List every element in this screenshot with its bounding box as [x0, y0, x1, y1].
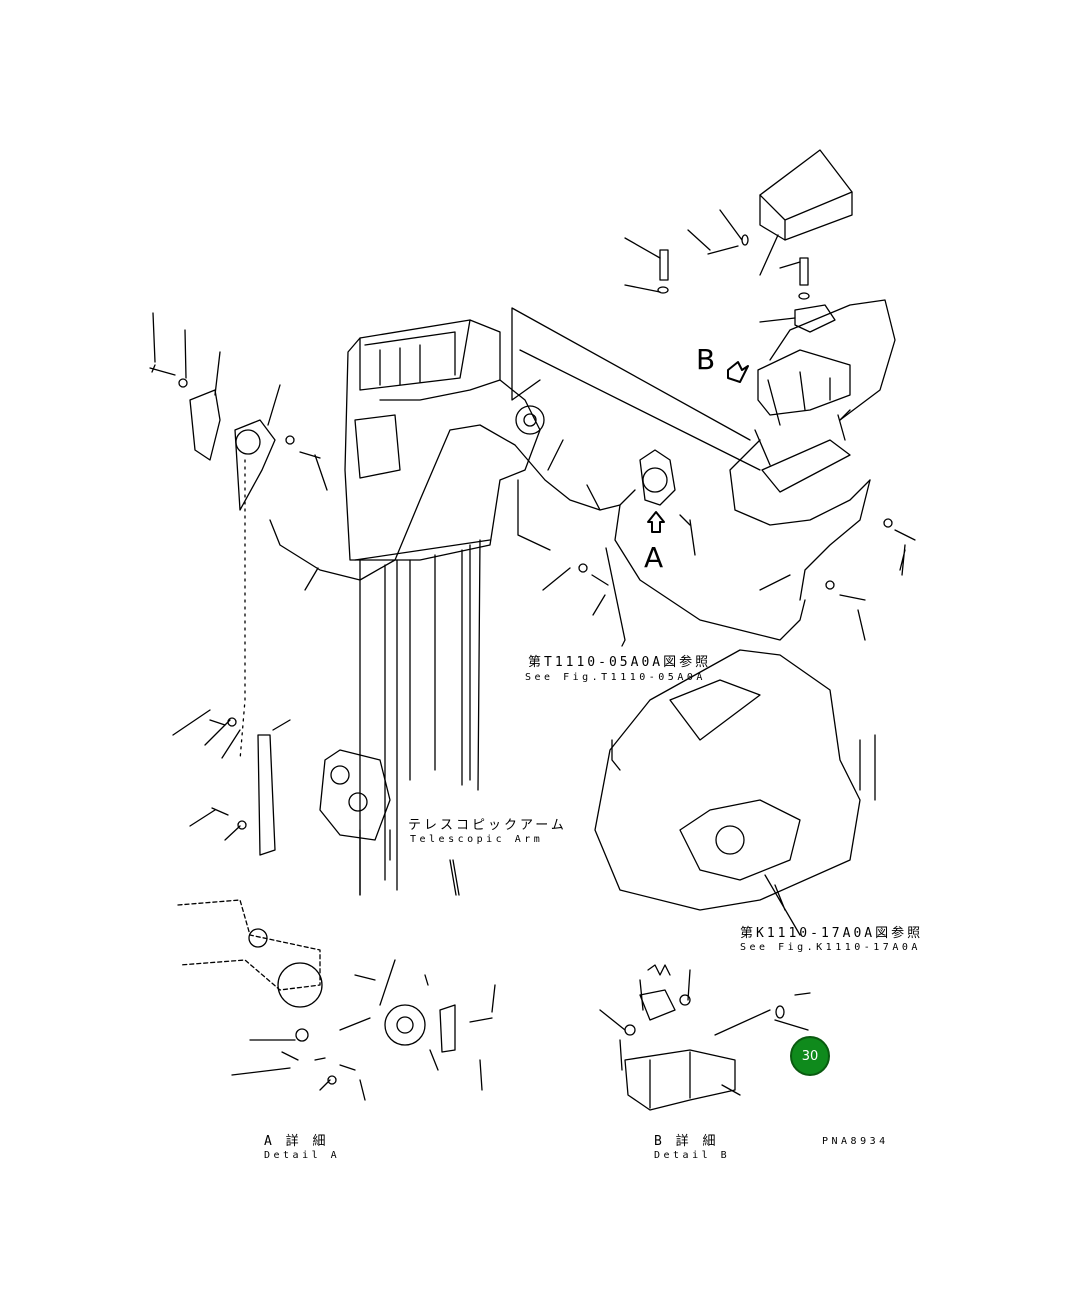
detail-b-title-en: Detail B — [654, 1150, 731, 1161]
arm-label-en: Telescopic Arm — [410, 834, 544, 845]
bolts-and-washers — [578, 234, 916, 601]
left-bracket-group — [149, 364, 321, 856]
cable-harness — [239, 299, 896, 761]
detail-a-title-jp: A 詳 細 — [264, 1134, 329, 1149]
view-b-label: B — [696, 343, 716, 376]
reference-2-jp: 第K1110-17A0A図参照 — [740, 926, 924, 941]
detail-a-drawing — [177, 899, 493, 1085]
reference-1-jp: 第T1110-05A0A図参照 — [528, 655, 712, 670]
leader-lines — [152, 209, 906, 1101]
telescopic-arm-assembly — [319, 307, 761, 896]
drawing-code: PNA8934 — [822, 1136, 889, 1147]
detail-b-title-jp: B 詳 細 — [654, 1134, 719, 1149]
arm-label-jp: テレスコピックアーム — [408, 818, 567, 833]
sensor-a-main — [639, 449, 676, 533]
item-number-badge[interactable]: 30 — [790, 1036, 830, 1076]
view-a-label: A — [644, 541, 664, 574]
reference-1-en: See Fig.T1110-05A0A — [525, 672, 706, 683]
detail-a-title-en: Detail A — [264, 1150, 341, 1161]
reference-2-en: See Fig.K1110-17A0A — [740, 942, 921, 953]
detail-b-drawing — [624, 964, 811, 1111]
engine-assembly — [594, 649, 876, 911]
bracket-b-assembly — [727, 149, 853, 493]
